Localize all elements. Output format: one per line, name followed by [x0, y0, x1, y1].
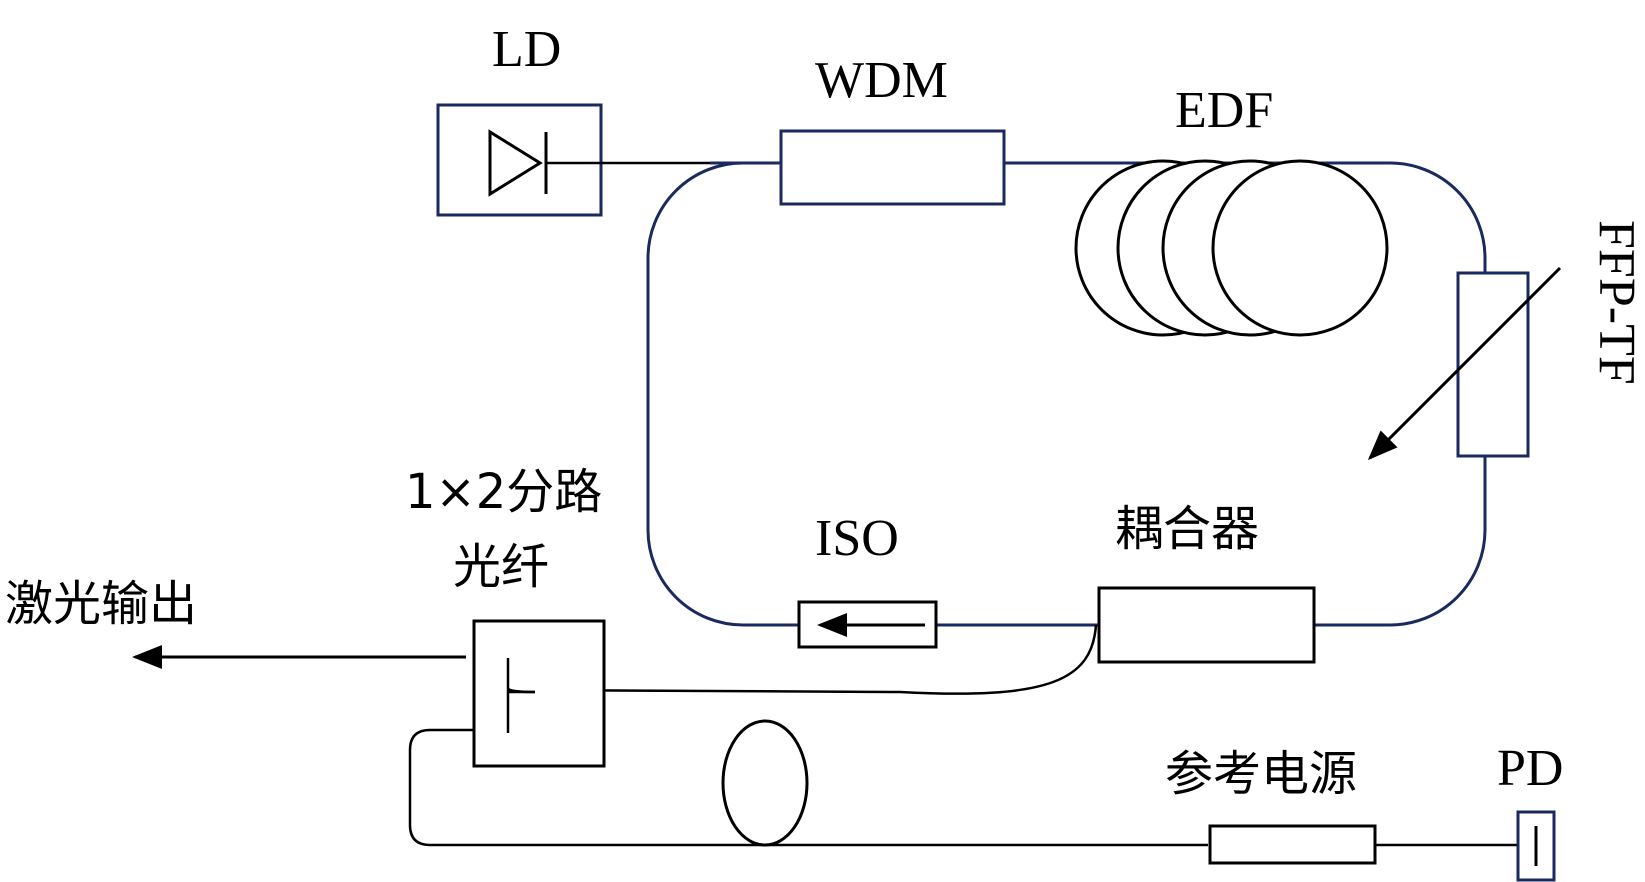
reference-source-label: 参考电源 [1165, 746, 1357, 802]
pd-label: PD [1497, 740, 1563, 797]
fiber-loop [721, 719, 809, 847]
wdm-label: WDM [815, 52, 948, 109]
ffp-tf-filter [1456, 271, 1530, 458]
ld-label: LD [492, 21, 561, 78]
coupler-label: 耦合器 [1115, 501, 1259, 557]
coupler-component [1097, 586, 1316, 664]
ring-fiber [646, 161, 1487, 627]
iso-label: ISO [815, 510, 899, 567]
edf-label: EDF [1175, 82, 1273, 139]
feedback-fiber [408, 728, 1208, 847]
diode-icon [488, 129, 543, 197]
reference-source-component [1208, 824, 1377, 865]
coupler-output-fiber [529, 624, 1098, 695]
splitter-label-line1: 1×2分路 [405, 464, 602, 520]
ffp-tf-label: FFP-TF [1588, 220, 1645, 385]
pd-component [1516, 810, 1556, 882]
edf-coil [1074, 159, 1389, 337]
laser-output-label: 激光输出 [5, 576, 197, 632]
ld-module [436, 103, 710, 217]
splitter-label-line2: 光纤 [453, 539, 549, 595]
wdm-component [779, 129, 1006, 206]
tunable-arrow [1367, 266, 1562, 461]
iso-component [797, 600, 938, 649]
splitter-module [472, 619, 606, 768]
